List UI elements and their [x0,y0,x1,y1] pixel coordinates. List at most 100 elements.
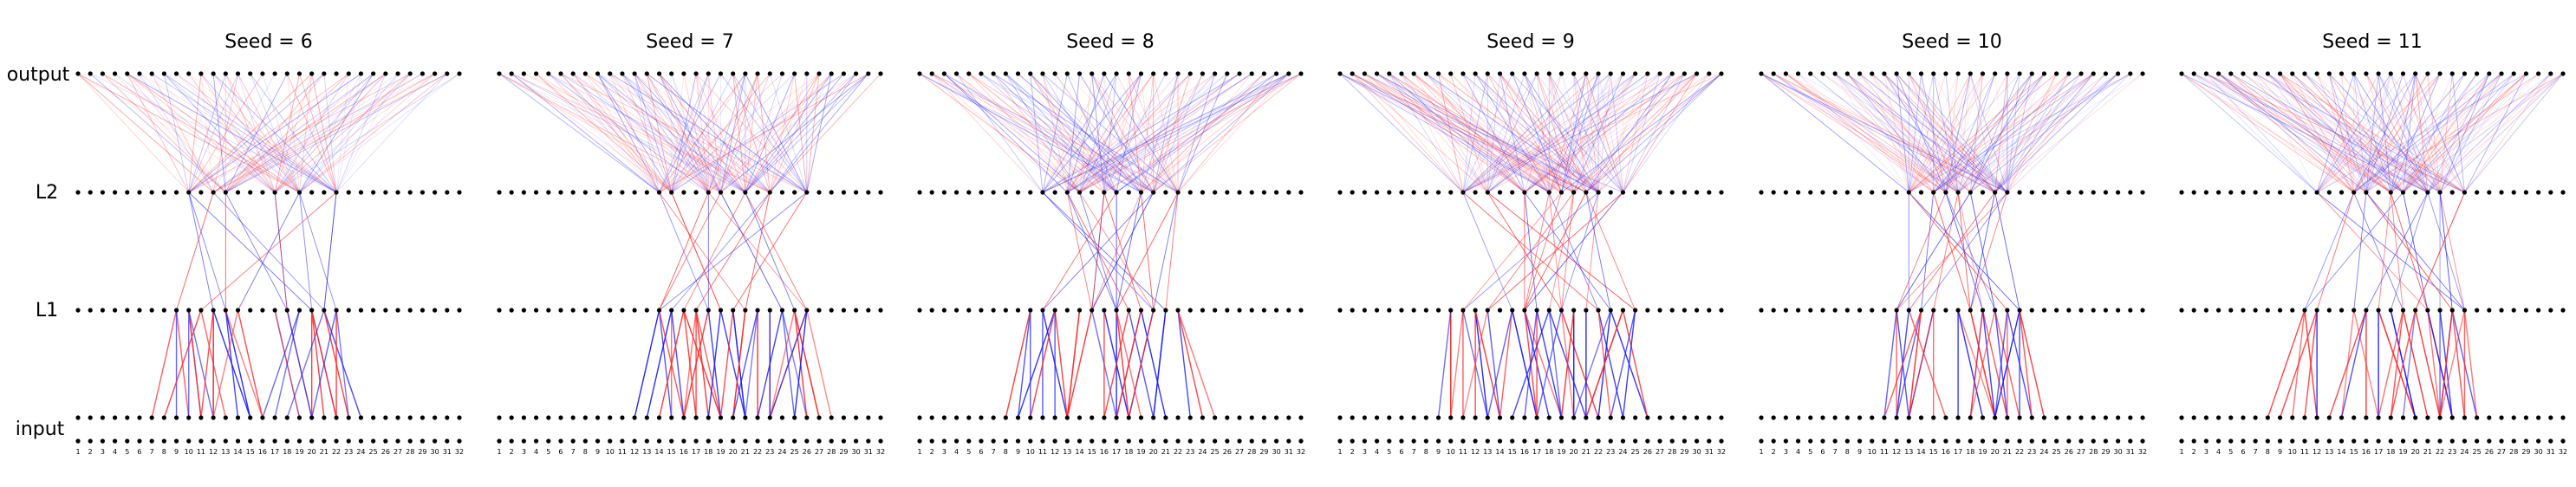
network-node [248,190,253,195]
connection-edge [188,73,263,193]
network-node [731,415,736,420]
connection-edge [1524,73,1562,193]
network-node [1596,438,1601,444]
connection-edge [1426,73,1574,193]
connection-edge [1945,73,2131,193]
connection-edge [2316,73,2417,193]
tick-label: 21 [741,448,750,456]
connection-edge [1091,73,1142,193]
connection-edge [2439,192,2453,311]
connection-edge [1933,73,1996,193]
tick-label: 32 [1717,448,1726,456]
network-node [2005,415,2010,420]
network-node [1473,71,1478,76]
connection-edge [683,192,746,311]
network-node [1955,190,1961,195]
network-node [2425,190,2430,195]
connection-edge [2390,309,2417,419]
connection-edge [2206,73,2465,193]
network-node [260,190,265,195]
network-node [211,190,216,195]
connection-edge [707,73,721,193]
connection-edge [77,73,300,193]
network-node [1669,308,1675,313]
connection-edge [1462,73,1599,193]
network-node [644,71,649,76]
network-node [632,415,637,420]
connection-edge [732,73,746,193]
network-node [620,71,625,76]
connection-edge [1871,73,2008,193]
network-node [2326,438,2332,444]
network-node [433,190,438,195]
connection-edge [335,73,399,193]
connection-edge [163,73,190,193]
tick-label: 19 [716,448,725,456]
network-node [407,308,413,313]
connection-edge [1548,73,1623,193]
connection-edge [1042,73,1228,193]
connection-edge [1623,73,1697,193]
connection-edge [1896,309,1922,419]
network-node [2066,438,2072,444]
network-node [2326,190,2332,195]
network-node [1114,308,1119,313]
network-node [371,190,376,195]
network-node [693,308,699,313]
network-node [644,308,649,313]
connection-edges [919,73,1302,419]
network-node [841,415,847,420]
network-node [1522,415,1527,420]
connection-edge [237,309,263,419]
connection-edge [919,73,1154,193]
connection-edge [164,73,276,193]
connection-edge [127,73,300,193]
connection-edge [1834,73,1909,193]
network-node [804,71,810,76]
connection-edge [1364,73,1525,193]
connection-edge [1153,73,1216,193]
connection-edge [274,73,349,193]
network-node [161,308,166,313]
network-node [1882,71,1887,76]
network-node [125,308,130,313]
connection-edge [1128,73,1179,193]
connection-edge [720,73,808,193]
tick-label: 18 [704,448,712,456]
connection-edge [1364,73,1464,193]
connection-edge [1933,73,1959,193]
connection-edge [597,73,673,193]
network-node [2228,308,2234,313]
connection-edge [1474,73,1587,193]
network-node [1298,415,1304,420]
connection-edge [225,73,399,193]
network-node [718,308,724,313]
tick-label: 8 [1845,448,1850,456]
network-node [2314,438,2319,444]
connection-edge [1786,73,1995,193]
network-node [2290,415,2295,420]
network-node [2523,308,2529,313]
tick-label: 4 [954,448,959,456]
connection-edge [1933,192,1959,311]
network-node [2499,71,2504,76]
network-node [100,308,105,313]
network-node [1993,415,1998,420]
network-node [1362,190,1367,195]
connection-edge [1067,73,1290,193]
network-node [1485,438,1490,444]
connection-edge [1512,309,1538,419]
connection-edge [2414,309,2441,419]
network-node [2140,438,2145,444]
connection-edge [2193,73,2391,193]
network-node [644,415,649,420]
connection-edge [299,73,460,193]
network-node [186,415,192,420]
connection-edge [1351,73,1550,193]
network-node [2548,308,2553,313]
network-node [718,190,724,195]
network-node [582,438,588,444]
tick-label: 24 [1198,448,1207,456]
connection-edge [224,73,288,193]
connection-edge [1152,309,1167,419]
